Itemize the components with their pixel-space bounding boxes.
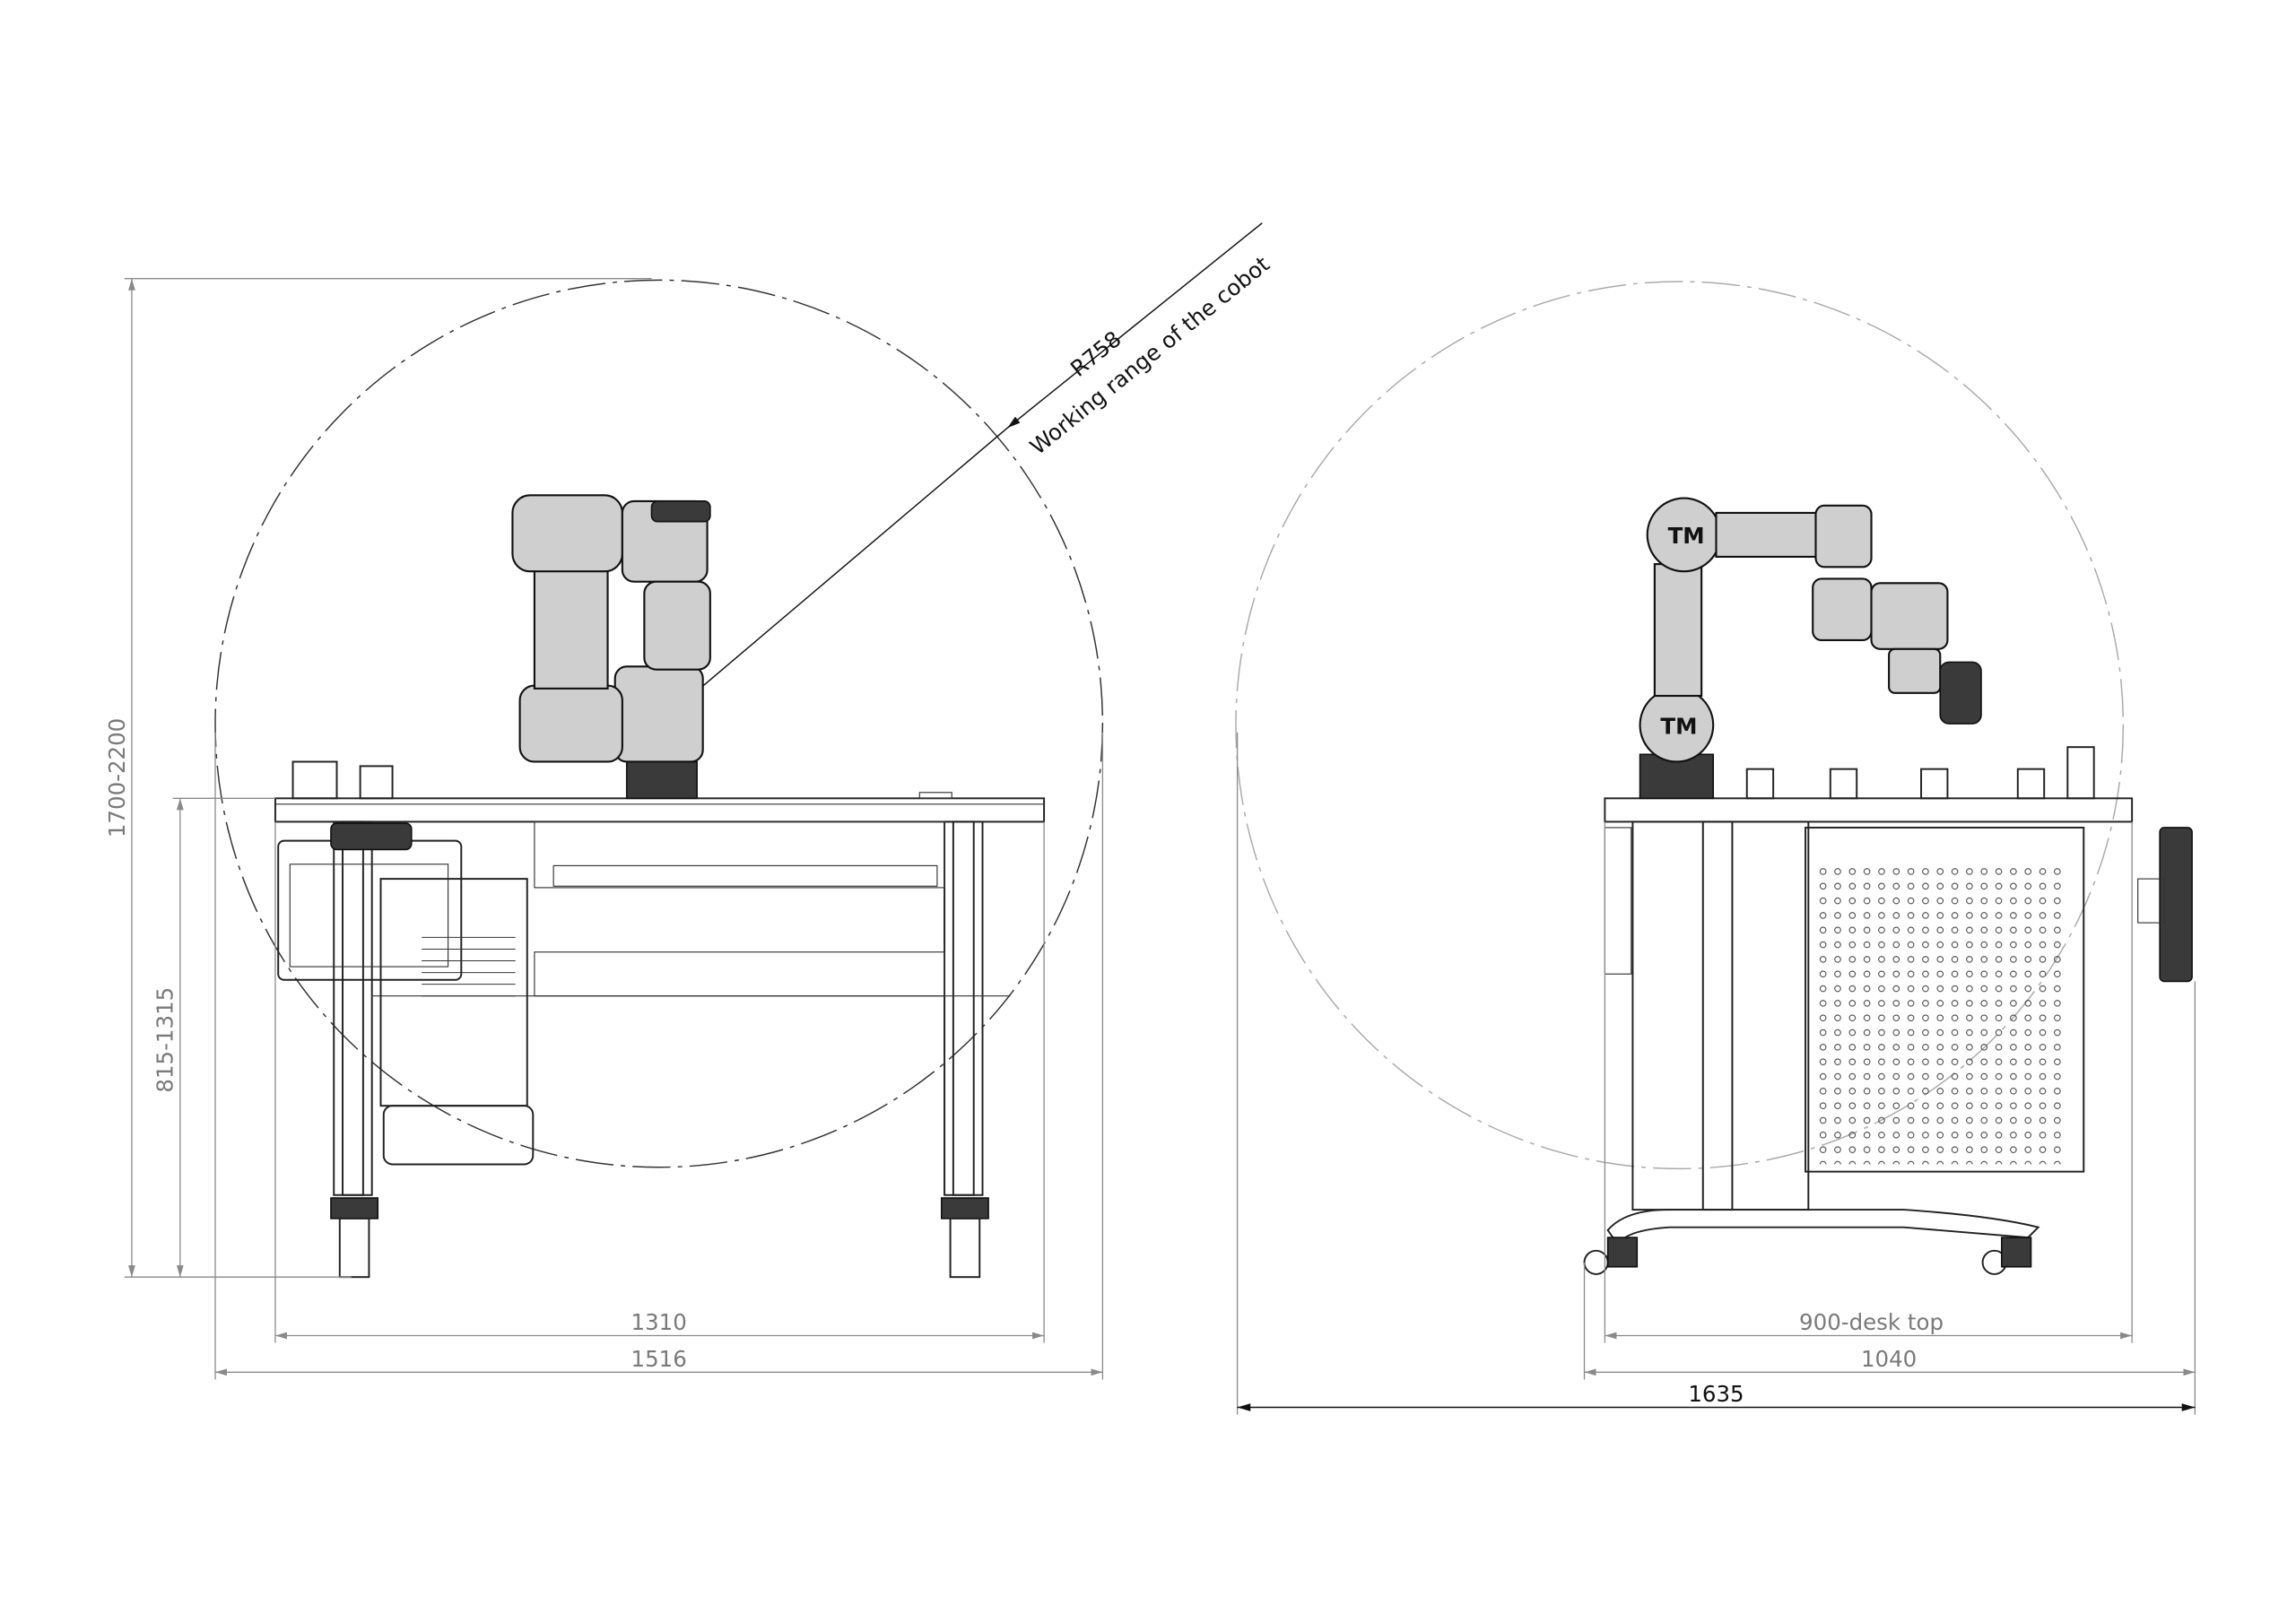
dim-height-total: 1700-2200 [104,718,130,838]
radius-caption: Working range of the cobot [1025,251,1274,460]
cobot-front-view [511,494,711,800]
radius-leader: R758 Working range of the cobot [699,222,1274,690]
dim-reach-total: 1635 [1688,1381,1744,1407]
front-view-workstation [274,760,1046,1279]
working-range-circle-side [1235,281,2125,1170]
side-view-workstation [1583,746,2193,1275]
dim-depth-desk-top: 900-desk top [1799,1309,1944,1335]
dim-height-table: 815-1315 [152,987,178,1093]
robot-logo-base: TM [1660,713,1697,739]
dim-depth-total: 1040 [1861,1346,1917,1372]
dimension-lines [124,278,2196,1415]
dim-width-table: 1310 [631,1309,687,1335]
robot-logo-shoulder: TM [1668,523,1705,549]
cobot-side-view: TM TM [1639,497,1982,800]
dim-width-total: 1516 [631,1346,687,1372]
working-range-circle-front [214,279,1104,1168]
